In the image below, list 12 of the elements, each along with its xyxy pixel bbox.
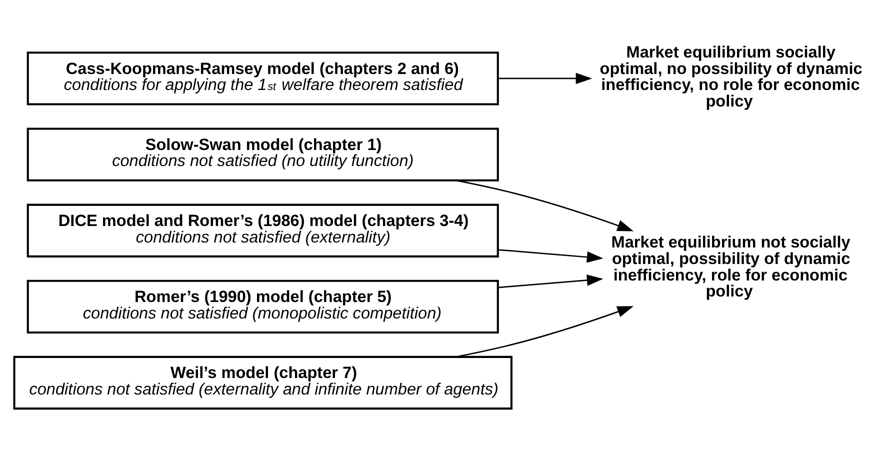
- node-box: DICE model and Romer’s (1986) model (chapters 3-4) conditions not satisfied (externality): [26, 204, 499, 258]
- arrow: [498, 72, 592, 84]
- node-text: Market equilibrium not socially optimal, possibility of dynamic inefficiency, role for economic policy: [611, 234, 850, 301]
- arrow: [456, 306, 634, 358]
- node-box: Cass-Koopmans-Ramsey model (chapters 2 and 6) conditions for applying the 1st welfare theorem satisfied: [26, 52, 499, 106]
- arrow: [498, 274, 604, 288]
- node-box: Romer’s (1990) model (chapter 5) conditions not satisfied (monopolistic competition): [26, 280, 499, 334]
- node-text: Market equilibrium socially optimal, no possibility of dynamic inefficiency, no role for economic policy: [600, 44, 862, 110]
- arrow: [456, 180, 634, 232]
- arrow: [498, 249, 604, 263]
- node-box: Solow-Swan model (chapter 1) conditions not satisfied (no utility function): [26, 128, 499, 182]
- node-box: Weil’s model (chapter 7) conditions not satisfied (externality and infinite number of agents): [13, 356, 512, 410]
